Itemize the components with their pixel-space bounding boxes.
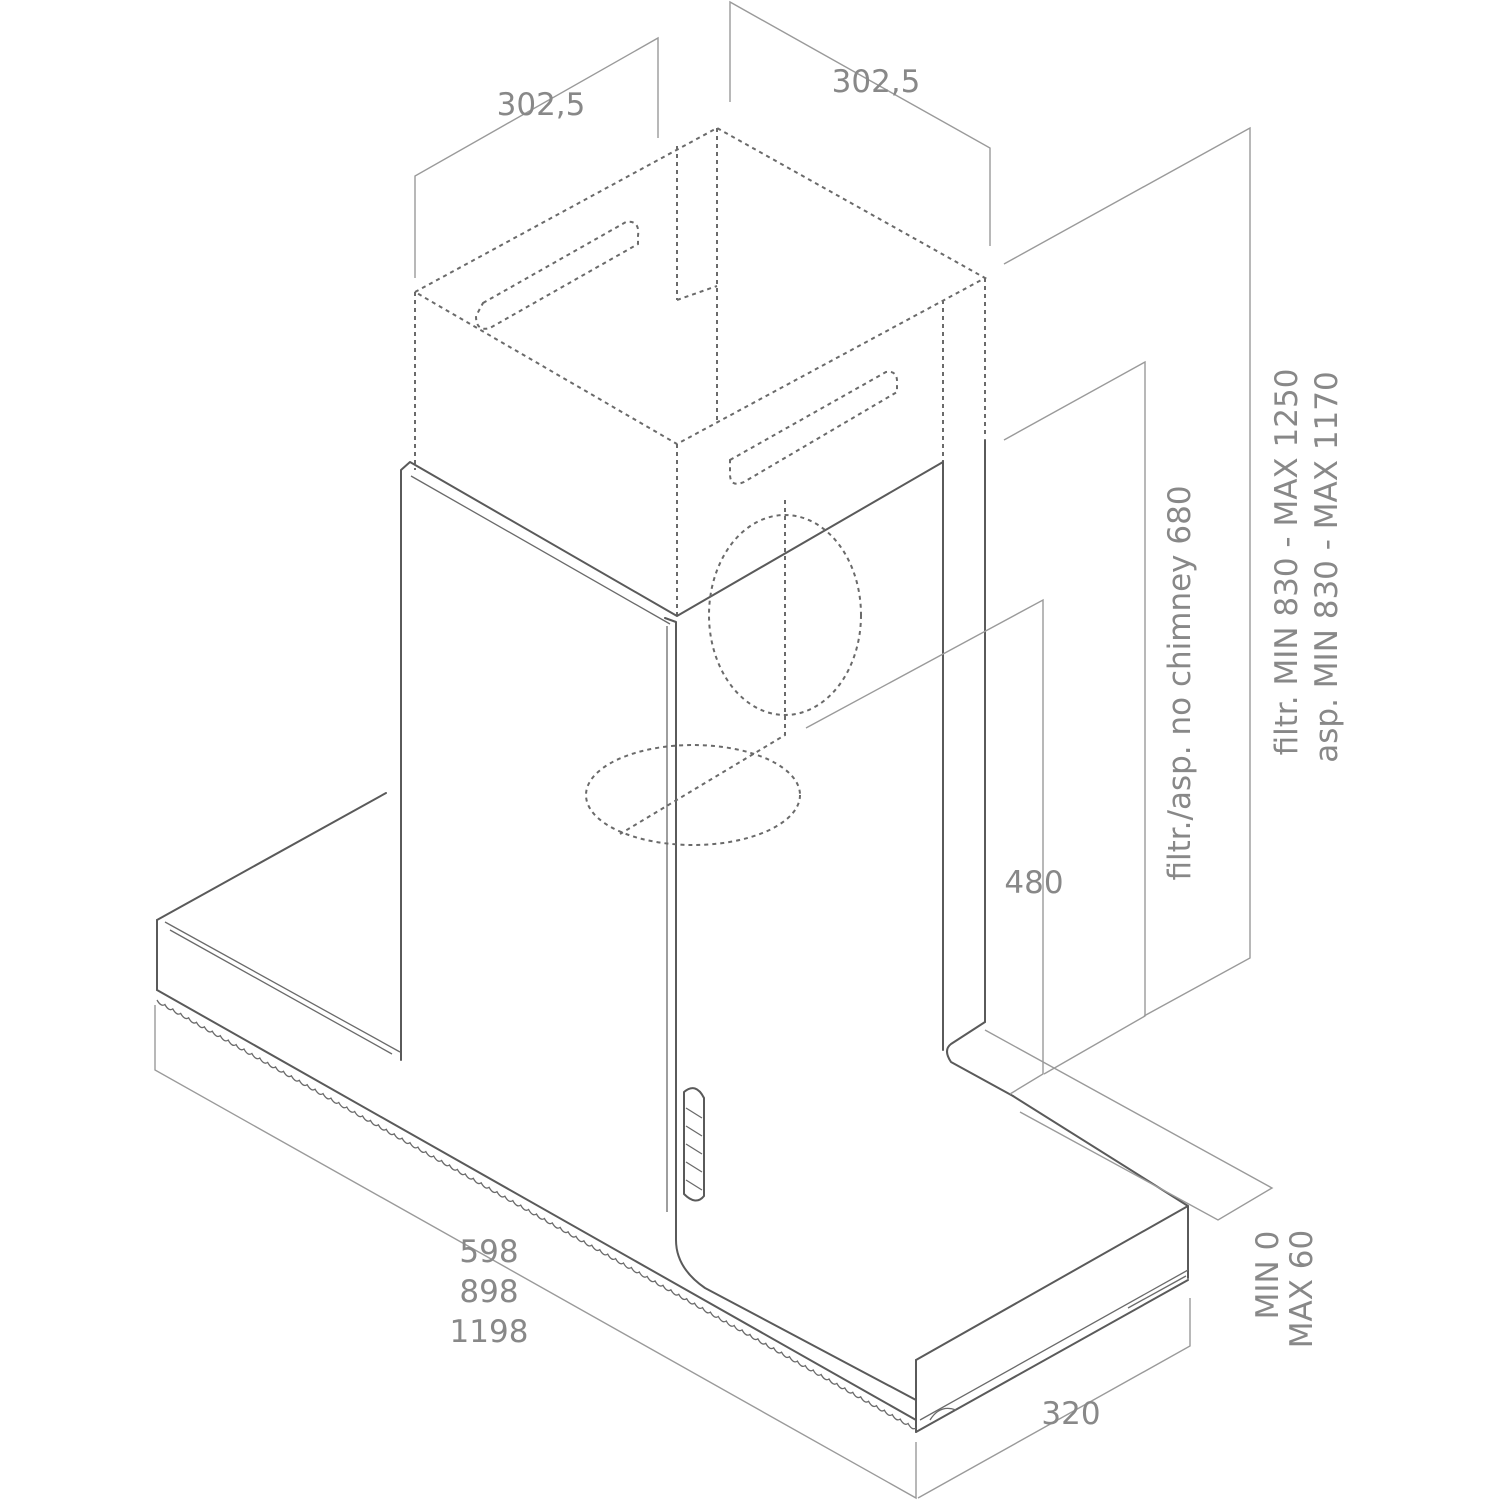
lower-chimney bbox=[400, 439, 1014, 1241]
no-chimney-height-label: filtr./asp. no chimney 680 bbox=[1162, 485, 1198, 880]
hood-depth-label: 320 bbox=[1041, 1396, 1100, 1432]
hood-canopy bbox=[156, 792, 1189, 1433]
wall-gap-max-label: MAX 60 bbox=[1284, 1230, 1320, 1349]
dimension-lines bbox=[154, 0, 1274, 1500]
chimney-width-left-label: 302,5 bbox=[497, 87, 586, 123]
hood-width-label-2: 898 bbox=[459, 1274, 518, 1310]
wall-gap-min-label: MIN 0 bbox=[1250, 1231, 1286, 1320]
filter-height-range-label: filtr. MIN 830 - MAX 1250 bbox=[1269, 369, 1305, 756]
upper-chimney-dashed bbox=[412, 126, 988, 616]
chimney-width-right-label: 302,5 bbox=[832, 64, 921, 100]
control-buttons bbox=[683, 1087, 705, 1202]
hood-height-label: 480 bbox=[1004, 865, 1063, 901]
grease-filter-edge bbox=[156, 999, 917, 1430]
extraction-height-range-label: asp. MIN 830 - MAX 1170 bbox=[1309, 371, 1345, 762]
hood-width-label-1: 598 bbox=[459, 1234, 518, 1270]
duct-outlet-dashed bbox=[585, 500, 862, 846]
hood-width-label-3: 1198 bbox=[450, 1314, 529, 1350]
